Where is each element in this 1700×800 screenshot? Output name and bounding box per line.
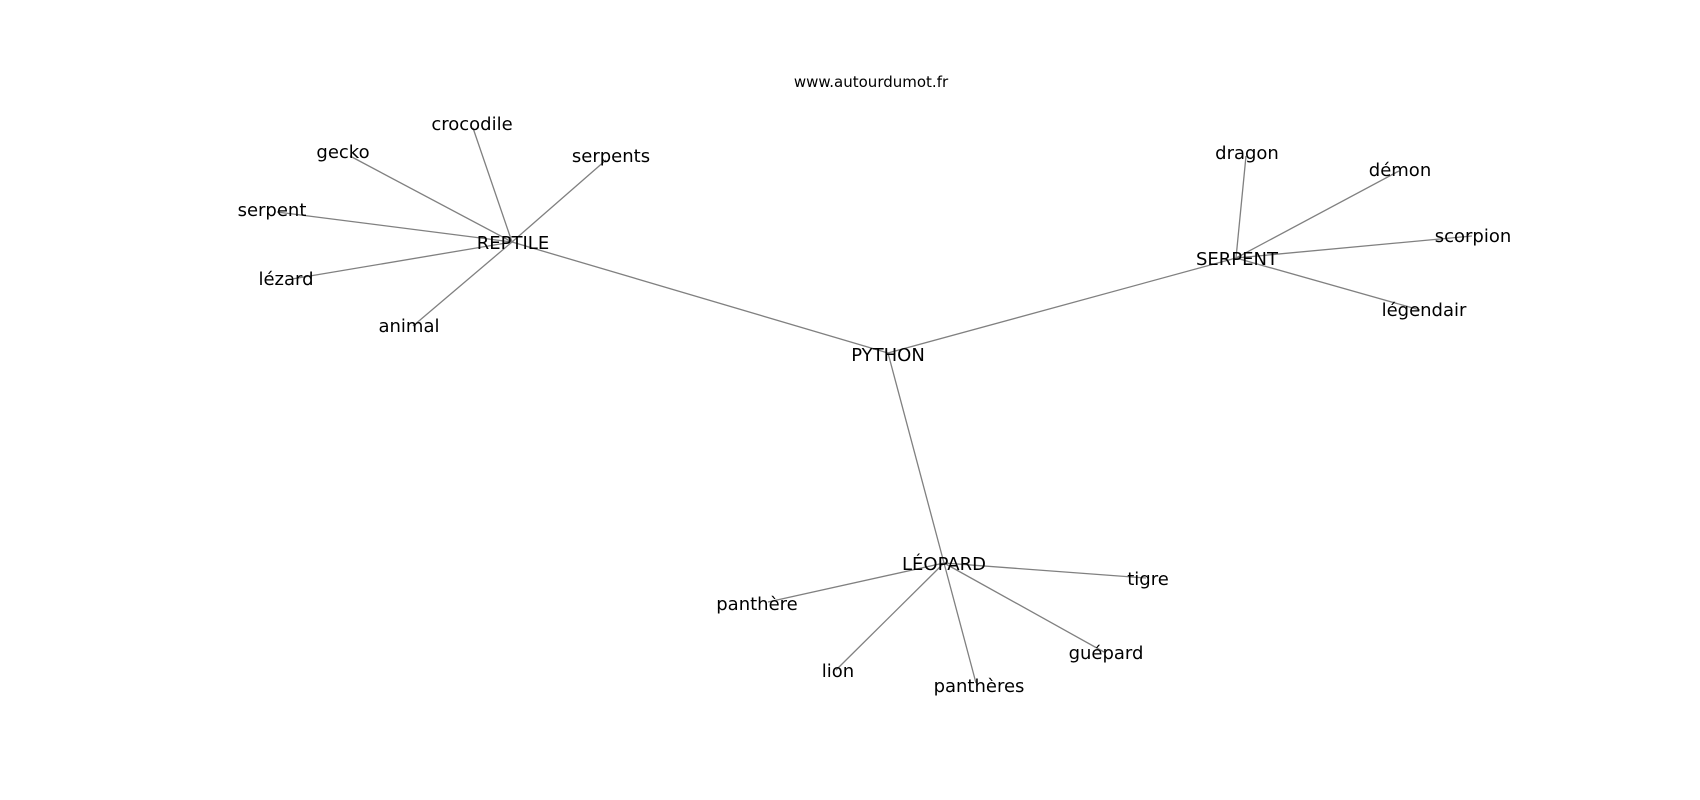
node-crocodile: crocodile	[431, 114, 512, 135]
node-dragon: dragon	[1215, 143, 1279, 164]
edge-leopard-guepard	[943, 562, 1105, 653]
edge-reptile-animal	[412, 241, 513, 327]
node-animal: animal	[378, 316, 439, 337]
node-python: PYTHON	[851, 345, 925, 366]
node-gecko: gecko	[316, 142, 369, 163]
node-leopard: LÉOPARD	[902, 553, 986, 575]
edge-leopard-pantheres	[943, 562, 977, 684]
node-pantheres: panthères	[934, 676, 1025, 697]
node-lion: lion	[822, 661, 854, 682]
graph-labels: www.autourdumot.fr PYTHON REPTILE SERPEN…	[238, 73, 1512, 697]
edge-leopard-lion	[835, 562, 945, 671]
node-lezard: lézard	[258, 269, 313, 290]
edge-reptile-crocodile	[472, 127, 513, 243]
node-panthere: panthère	[716, 594, 797, 615]
edge-python-leopard	[887, 352, 945, 564]
edge-reptile-gecko	[349, 155, 513, 243]
edge-reptile-serpents	[511, 159, 607, 243]
node-scorpion: scorpion	[1435, 226, 1512, 247]
node-serpent: SERPENT	[1196, 249, 1279, 270]
node-reptile: REPTILE	[477, 233, 549, 254]
node-tigre: tigre	[1127, 569, 1169, 590]
edge-python-serpent	[887, 257, 1237, 354]
graph-edges	[276, 127, 1473, 684]
node-guepard: guépard	[1069, 643, 1144, 664]
node-legendair: légendair	[1382, 300, 1467, 321]
edge-python-reptile	[511, 241, 889, 354]
edge-leopard-tigre	[943, 562, 1147, 579]
source-label: www.autourdumot.fr	[794, 73, 949, 91]
edge-reptile-serpent	[276, 211, 513, 243]
node-serpent-leaf: serpent	[238, 200, 307, 221]
edge-serpent-dragon	[1235, 155, 1247, 259]
node-demon: démon	[1369, 160, 1431, 181]
edge-serpent-scorpion	[1235, 235, 1473, 259]
node-serpents: serpents	[572, 146, 650, 167]
edge-leopard-panthere	[767, 562, 945, 603]
edge-serpent-demon	[1235, 170, 1400, 259]
edge-serpent-legendair	[1235, 257, 1421, 311]
edge-reptile-lezard	[291, 241, 513, 280]
